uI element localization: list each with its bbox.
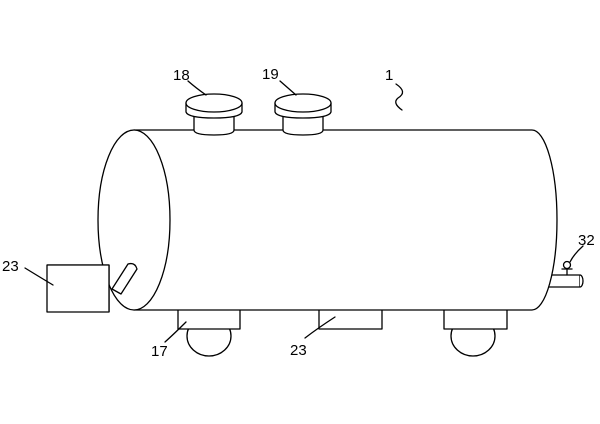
valve-32: [561, 260, 573, 276]
support-right: [443, 307, 508, 330]
support-left: [177, 307, 241, 330]
label-23-support: 23: [290, 342, 307, 359]
label-23-box: 23: [2, 258, 19, 275]
label-17: 17: [151, 343, 168, 360]
cap-18: [185, 93, 243, 136]
cap-19: [274, 93, 332, 136]
label-32: 32: [578, 232, 595, 249]
leader-lines: [24, 80, 584, 343]
label-18: 18: [173, 67, 190, 84]
outlet-pipe: [544, 274, 584, 288]
label-19: 19: [262, 66, 279, 83]
outlet-box-23: [46, 262, 138, 313]
tank-body: [97, 129, 558, 311]
label-1: 1: [385, 67, 393, 84]
tank-end-cap: [97, 129, 171, 311]
support-middle: [318, 307, 383, 330]
